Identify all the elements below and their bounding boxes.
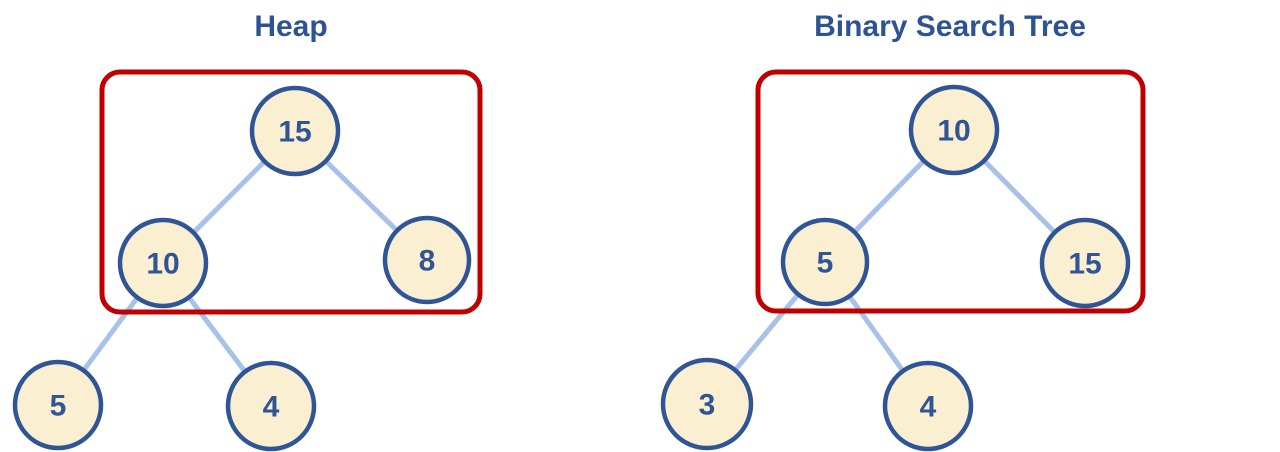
bst-node-left: 5 [780, 217, 870, 307]
heap-node-left-right-label: 4 [263, 391, 280, 424]
bst-highlight-box [755, 69, 1146, 314]
bst-node-left-right-label: 4 [920, 391, 937, 424]
heap-node-left: 10 [117, 217, 209, 309]
bst-node-root: 10 [908, 84, 1000, 176]
heap-node-root: 15 [249, 85, 341, 177]
bst-diagram: Binary Search Tree 10 5 15 [660, 10, 1146, 452]
bst-node-left-circle [780, 217, 870, 307]
heap-node-left-circle [117, 217, 209, 309]
heap-node-left-right: 4 [225, 360, 317, 452]
bst-node-right-circle [1039, 217, 1131, 309]
heap-node-left-left-circle [12, 359, 104, 451]
bst-node-left-right-circle [882, 360, 974, 452]
bst-node-root-label: 10 [937, 115, 970, 148]
heap-node-root-label: 15 [278, 116, 311, 149]
bst-node-left-right: 4 [882, 360, 974, 452]
heap-node-left-right-circle [225, 360, 317, 452]
heap-node-right-circle [382, 215, 472, 305]
bst-node-right: 15 [1039, 217, 1131, 309]
bst-node-right-label: 15 [1068, 248, 1101, 281]
bst-title: Binary Search Tree [814, 10, 1086, 43]
bst-node-left-left: 3 [660, 357, 754, 451]
heap-node-root-circle [249, 85, 341, 177]
heap-title: Heap [254, 10, 327, 43]
heap-node-left-left-label: 5 [50, 390, 67, 423]
heap-highlight-box [99, 69, 483, 315]
heap-diagram: Heap 15 10 8 5 [12, 10, 483, 452]
heap-node-right: 8 [382, 215, 472, 305]
heap-node-right-label: 8 [419, 245, 436, 278]
heap-node-left-label: 10 [146, 248, 179, 281]
bst-node-root-circle [908, 84, 1000, 176]
heap-node-left-left: 5 [12, 359, 104, 451]
bst-node-left-label: 5 [817, 247, 834, 280]
bst-node-left-left-label: 3 [699, 389, 716, 422]
bst-node-left-left-circle [660, 357, 754, 451]
